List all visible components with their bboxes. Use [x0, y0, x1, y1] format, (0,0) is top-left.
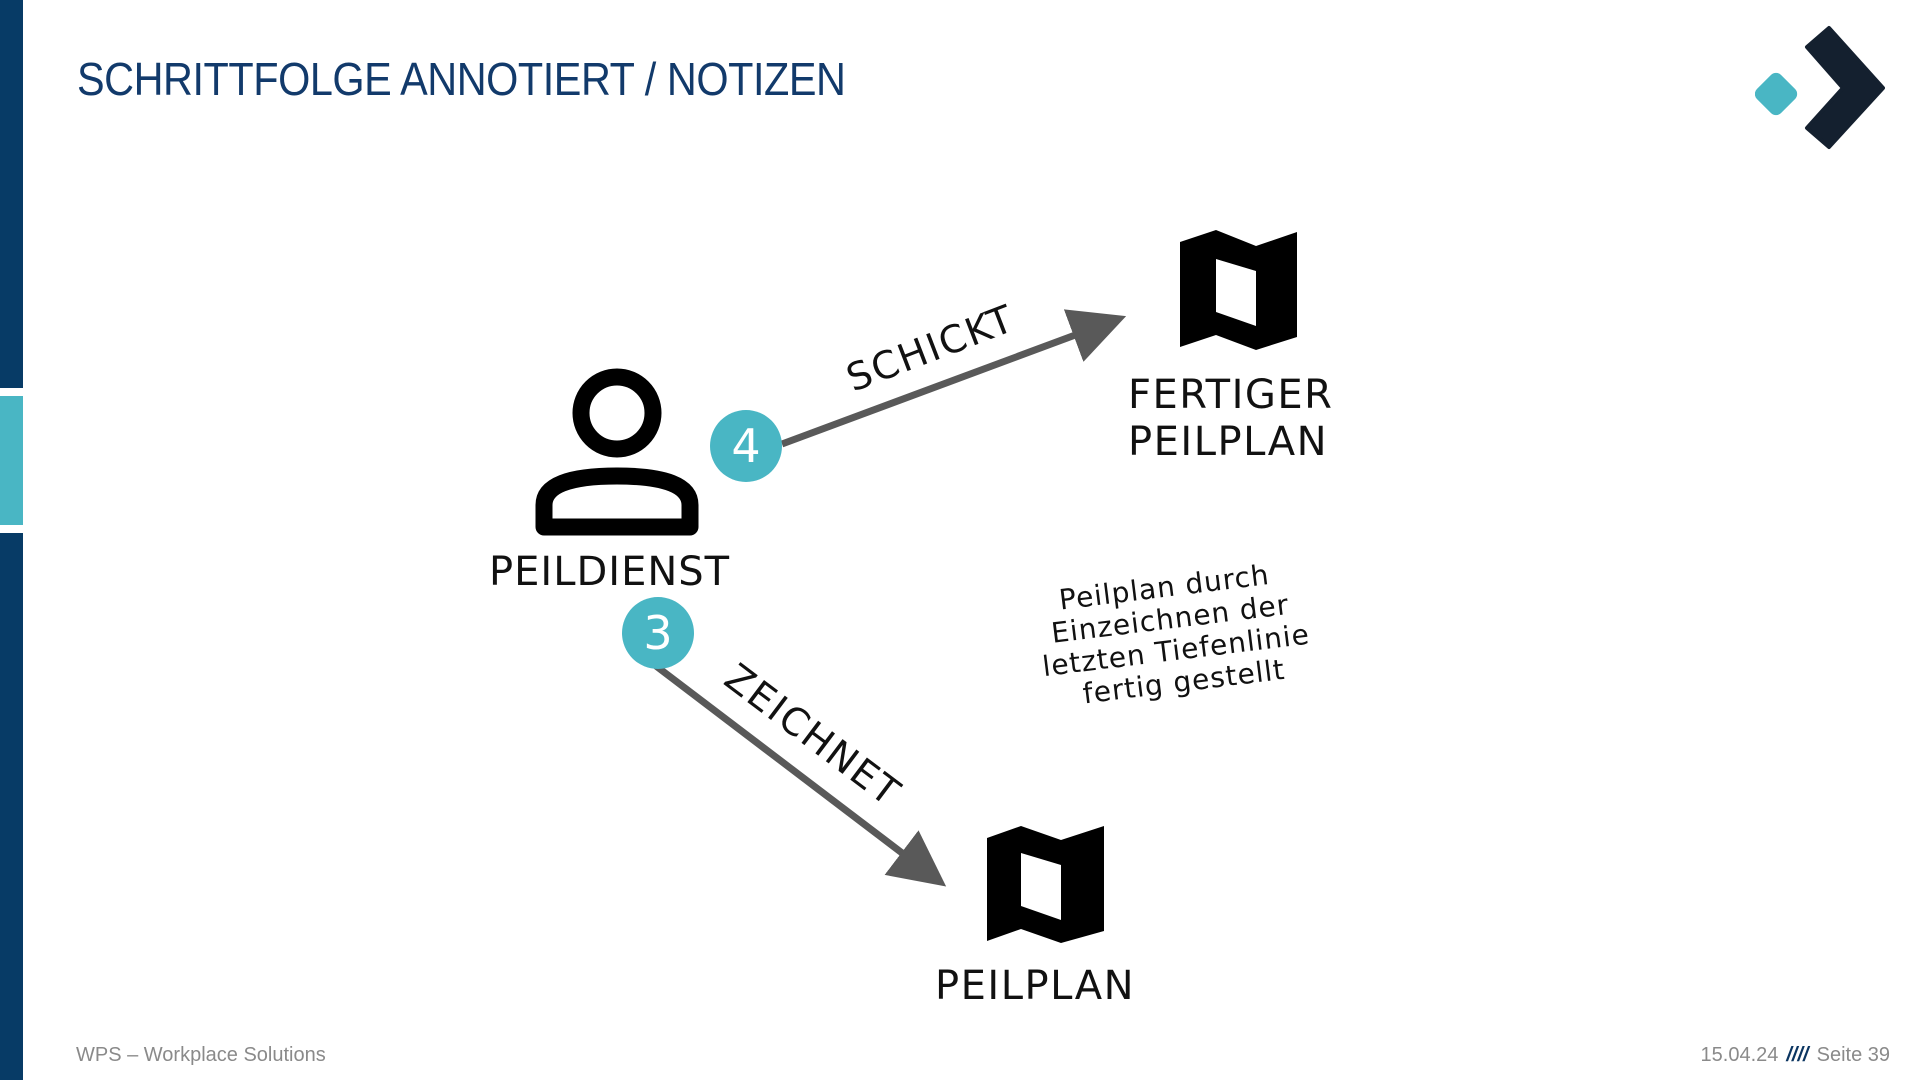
side-bar-accent [0, 396, 23, 525]
finished-plan-label-line1: FERTIGER [1128, 372, 1333, 418]
step-4-number: 4 [731, 419, 760, 473]
page-title: SCHRITTFOLGE ANNOTIERT / NOTIZEN [77, 53, 846, 105]
step-4-badge [710, 410, 782, 482]
plan-label: PEILPLAN [935, 963, 1135, 1009]
plan-map-icon [987, 826, 1104, 943]
finished-plan-label-line2: PEILPLAN [1128, 419, 1328, 465]
logo-chevron-icon [1805, 26, 1885, 149]
footer-meta: 15.04.24 //// Seite 39 [1701, 1044, 1890, 1067]
step-schickt-label: SCHICKT [840, 296, 1020, 400]
person-icon [535, 368, 699, 536]
step-3-badge [622, 597, 694, 669]
actor-label: PEILDIENST [489, 549, 730, 595]
step-3-number: 3 [643, 606, 672, 660]
side-bar-bottom [0, 533, 23, 1080]
footer-company: WPS – Workplace Solutions [76, 1044, 326, 1066]
arrow-zeichnet [653, 663, 947, 887]
logo-diamond-icon [1755, 72, 1798, 116]
annotation-note: Peilplan durch Einzeichnen der letzten T… [1041, 558, 1312, 710]
arrow-schickt [780, 309, 1127, 448]
company-logo [1755, 26, 1885, 149]
finished-plan-map-icon [1180, 230, 1297, 350]
side-bar-top [0, 0, 23, 388]
footer-separator: //// [1786, 1044, 1809, 1066]
footer-date: 15.04.24 [1700, 1044, 1779, 1066]
footer-page-number: Seite 39 [1816, 1044, 1890, 1066]
